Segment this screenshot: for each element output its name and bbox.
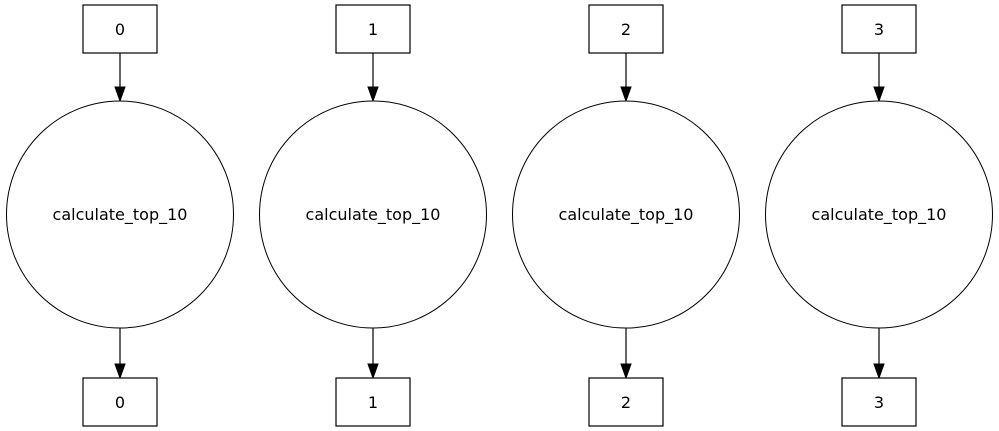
arrowhead-icon — [620, 363, 632, 380]
pipeline-column-3: 3 calculate_top_10 3 — [765, 4, 993, 427]
arrowhead-icon — [367, 363, 379, 380]
arrowhead-icon — [620, 86, 632, 103]
arrowhead-icon — [873, 363, 885, 380]
task-label: calculate_top_10 — [306, 205, 441, 225]
pipeline-column-0: 0 calculate_top_10 0 — [6, 4, 234, 427]
arrowhead-icon — [114, 363, 126, 380]
output-label: 0 — [115, 393, 125, 412]
task-label: calculate_top_10 — [53, 205, 188, 225]
task-label: calculate_top_10 — [812, 205, 947, 225]
input-box — [335, 4, 411, 54]
arrowhead-icon — [873, 86, 885, 103]
input-label: 0 — [115, 20, 125, 39]
output-box — [841, 377, 917, 427]
task-label: calculate_top_10 — [559, 205, 694, 225]
input-box — [82, 4, 158, 54]
output-label: 1 — [368, 393, 378, 412]
output-label: 2 — [621, 393, 631, 412]
pipeline-column-1: 1 calculate_top_10 1 — [259, 4, 487, 427]
output-box — [588, 377, 664, 427]
output-box — [335, 377, 411, 427]
input-label: 1 — [368, 20, 378, 39]
input-label: 2 — [621, 20, 631, 39]
input-label: 3 — [874, 20, 884, 39]
arrowhead-icon — [367, 86, 379, 103]
arrowhead-icon — [114, 86, 126, 103]
output-label: 3 — [874, 393, 884, 412]
pipeline-column-2: 2 calculate_top_10 2 — [512, 4, 740, 427]
input-box — [588, 4, 664, 54]
output-box — [82, 377, 158, 427]
